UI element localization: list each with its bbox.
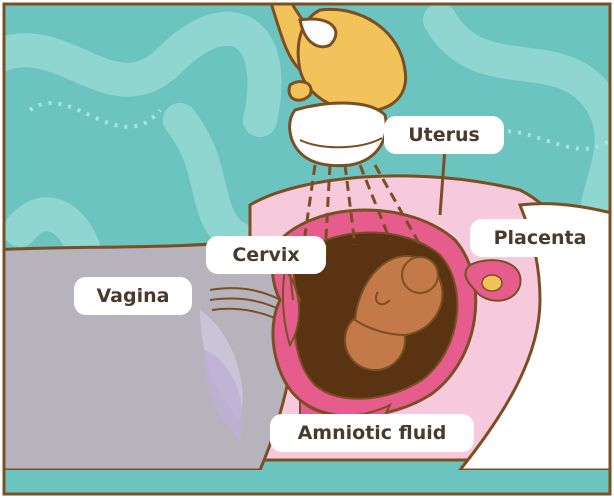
placenta-label: Placenta bbox=[494, 227, 587, 249]
uterus-label: Uterus bbox=[408, 124, 480, 146]
ground-strip bbox=[4, 470, 610, 494]
amniotic-fluid-label: Amniotic fluid bbox=[298, 422, 447, 444]
ovary-inner bbox=[482, 275, 502, 291]
leg bbox=[0, 240, 300, 470]
vagina-label: Vagina bbox=[97, 285, 170, 307]
cervix-label: Cervix bbox=[232, 244, 299, 266]
